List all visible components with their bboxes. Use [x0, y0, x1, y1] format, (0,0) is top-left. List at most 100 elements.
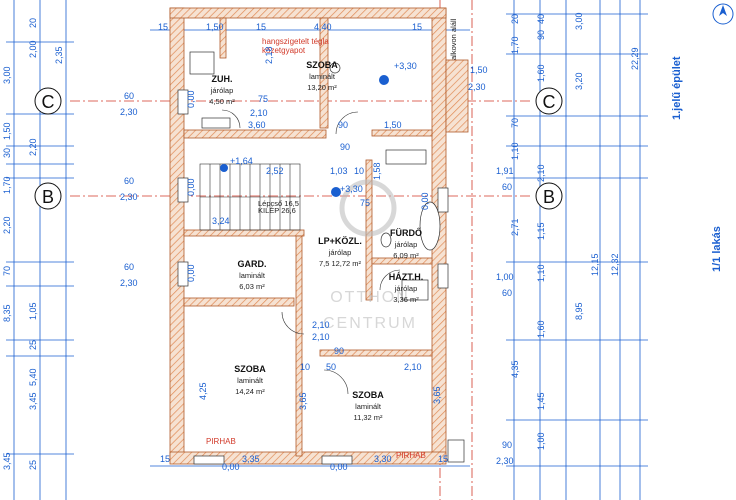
room-area: 4,50 m² [209, 97, 235, 106]
dim-top: 15 [158, 22, 168, 32]
room-material: laminált [355, 402, 382, 411]
top-dimension-text: 15 1,50 15 4,40 15 [158, 22, 422, 32]
compass-icon [712, 3, 734, 25]
stair-note-1: Lépcső 16,5 [258, 199, 299, 208]
room-name: SZOBA [306, 60, 338, 70]
sill-zero-marks: 0,00 0,00 0,00 0,00 [186, 90, 430, 282]
window-w: 60 [124, 176, 134, 186]
room-name: LP+KÖZL. [318, 236, 362, 246]
window-h: 2,30 [120, 192, 138, 202]
dim-top: 15 [412, 22, 422, 32]
dim-left: 5,40 [28, 368, 38, 386]
axis-b-right: B [543, 187, 555, 207]
window-symbols [177, 89, 465, 465]
dim-inner: 3,60 [248, 120, 266, 130]
window-h: 60 [502, 182, 512, 192]
dim-left: 1,05 [28, 302, 38, 320]
window-dimension-text: 60 2,30 60 2,30 60 2,30 1,50 2,30 1,91 6… [120, 65, 514, 466]
axis-c-left: C [42, 92, 55, 112]
side-labels: 1.jelű épület 1/1 lakás [671, 56, 723, 272]
zero-mark: 0,00 [186, 178, 196, 196]
room-name: SZOBA [234, 364, 266, 374]
annotations: hangszigetelt tégla kőzetgyapot PIRHAB P… [206, 18, 458, 460]
stair-note-2: KILÉP 26,6 [258, 206, 296, 215]
axis-c-right: C [543, 92, 556, 112]
level-1: +3,30 [394, 61, 417, 71]
window-w: 60 [124, 262, 134, 272]
dim-inner: 90 [338, 120, 348, 130]
window-h: 2,30 [120, 107, 138, 117]
window-w: 90 [502, 440, 512, 450]
dim-inner: 75 [360, 198, 370, 208]
insulation-note-1: hangszigetelt tégla [262, 37, 329, 46]
dim-right: 8,95 [574, 302, 584, 320]
room-name: SZOBA [352, 390, 384, 400]
unit-label: 1/1 lakás [711, 226, 723, 272]
dim-left: 8,35 [2, 304, 12, 322]
dim-bottom: 15 [438, 454, 448, 464]
room-area: 7,5 12,72 m² [319, 259, 362, 268]
top-bottom-chains [150, 29, 470, 467]
bathroom-fixtures [189, 51, 441, 301]
dim-right: 20 [510, 14, 520, 24]
room-material: járólap [394, 284, 418, 293]
dim-inner: 50 [326, 362, 336, 372]
window-w: 1,00 [496, 272, 514, 282]
dim-right: 2,10 [536, 164, 546, 182]
watermark-line1: OTTHON [330, 289, 410, 306]
left-dimension-text: 30 3,00 1,50 1,70 2,20 70 8,35 3,45 20 2… [2, 18, 64, 470]
dim-bottom: 0,00 [222, 462, 240, 472]
room-szoba-right: SZOBA laminált 11,32 m² [352, 390, 384, 422]
dim-inner: 1,58 [372, 162, 382, 180]
room-area: 6,09 m² [393, 251, 419, 260]
dim-inner: 10 [354, 166, 364, 176]
room-name: HÁZT.H. [389, 272, 424, 282]
staircase [199, 163, 301, 231]
room-area: 14,24 m² [235, 387, 265, 396]
room-furdo: FÜRDŐ járólap 6,09 m² [390, 227, 422, 260]
room-gard: GARD. laminált 6,03 m² [238, 259, 267, 291]
watermark: OTTHON CENTRUM [323, 179, 417, 332]
insulation-note-2: kőzetgyapot [262, 46, 306, 55]
bottom-dimension-text: 15 0,00 3,35 0,00 3,30 15 [160, 454, 448, 472]
dim-left: 2,20 [2, 216, 12, 234]
window-h: 2,30 [120, 278, 138, 288]
room-material: járólap [210, 86, 234, 95]
dim-bottom: 15 [160, 454, 170, 464]
room-area: 6,03 m² [239, 282, 265, 291]
room-lp-kozl: LP+KÖZL. járólap 7,5 12,72 m² [318, 236, 362, 268]
dim-right: 40 [536, 14, 546, 24]
room-name: ZUH. [212, 74, 233, 84]
dim-right: 1,60 [536, 320, 546, 338]
dim-left: 3,45 [2, 452, 12, 470]
axis-b-left: B [42, 187, 54, 207]
dim-left: 1,70 [2, 176, 12, 194]
internal-walls [183, 17, 433, 457]
dim-bottom: 3,35 [242, 454, 260, 464]
dim-right: 12,15 [590, 253, 600, 276]
dim-bottom: 3,30 [374, 454, 392, 464]
building-label: 1.jelű épület [671, 56, 683, 120]
dim-left: 25 [28, 460, 38, 470]
room-area: 3,36 m² [393, 295, 419, 304]
dim-inner: 3,65 [432, 386, 442, 404]
room-area: 11,32 m² [353, 413, 383, 422]
pirhab-left: PIRHAB [206, 437, 236, 446]
dim-inner: 2,10 [250, 108, 268, 118]
room-material: laminált [239, 271, 266, 280]
dim-right: 1,45 [536, 392, 546, 410]
level-2: +1,64 [230, 156, 253, 166]
watermark-line2: CENTRUM [323, 315, 417, 332]
dim-left: 2,00 [28, 40, 38, 58]
dim-right: 70 [510, 118, 520, 128]
window-h: 2,30 [468, 82, 486, 92]
door-swings [221, 109, 401, 395]
dim-right: 1,10 [510, 142, 520, 160]
dim-inner: 90 [334, 346, 344, 356]
zero-mark: 0,00 [420, 192, 430, 210]
dim-inner: 2,10 [312, 332, 330, 342]
dim-inner: 2,18 [264, 46, 274, 64]
dim-inner: 1,03 [330, 166, 348, 176]
level-markers [220, 75, 389, 197]
